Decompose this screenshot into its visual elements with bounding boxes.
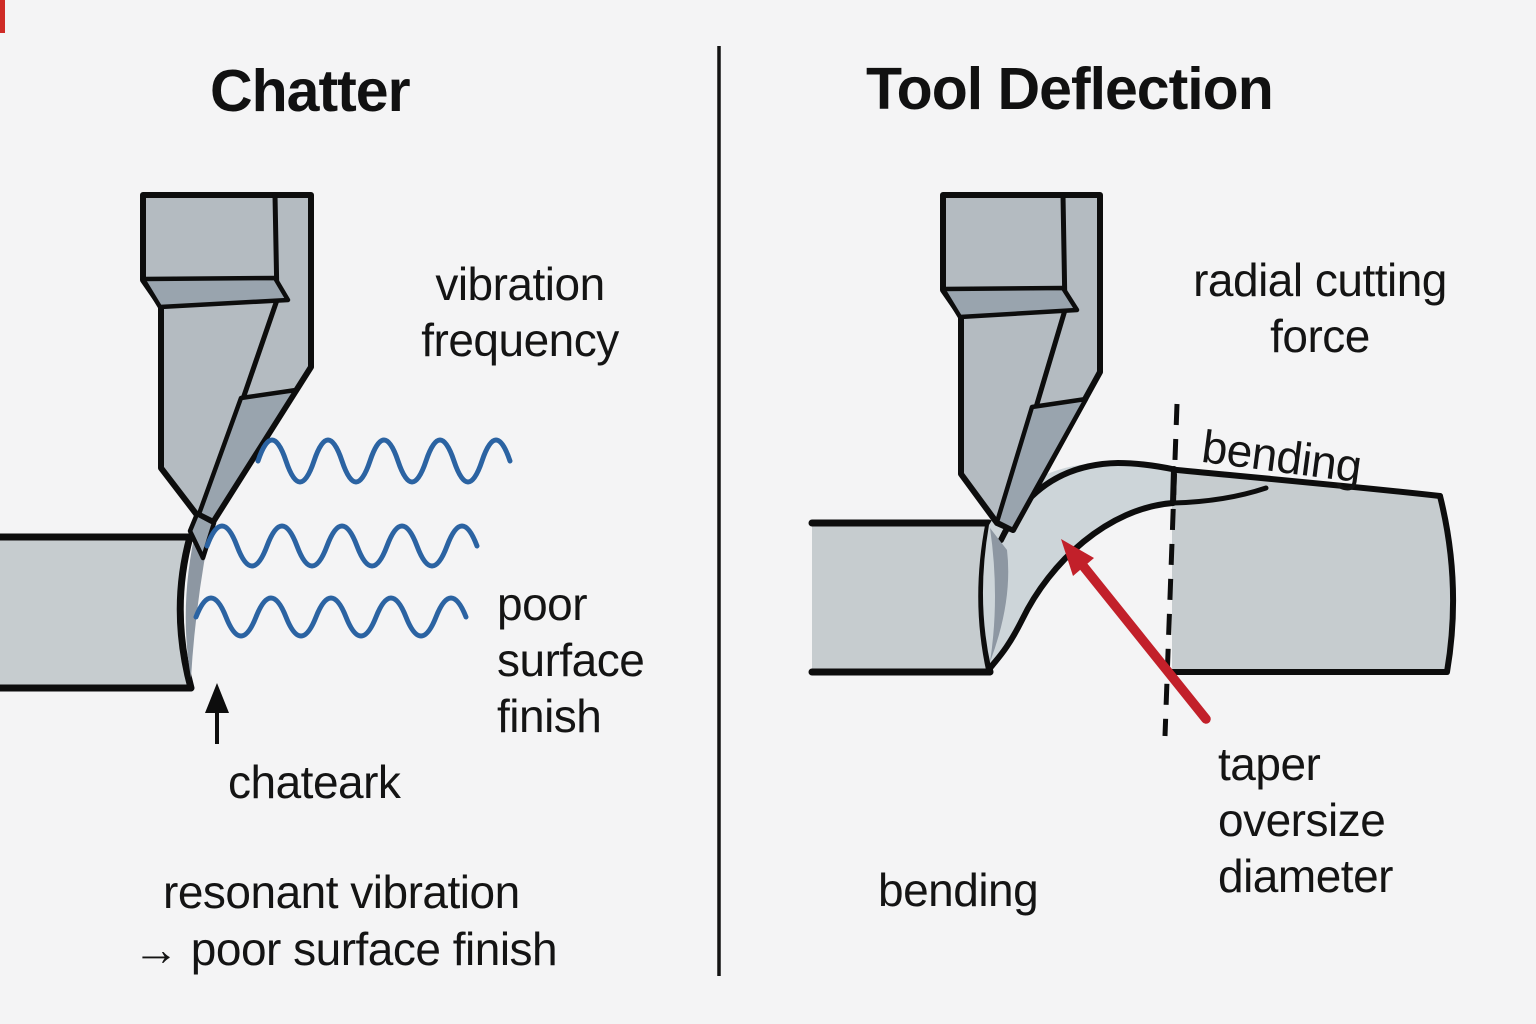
nominal-diameter-dashed-line xyxy=(1162,403,1180,737)
tool-insert-band-right xyxy=(940,285,1080,320)
vibration-wave-1 xyxy=(255,437,513,485)
deflection-outer-curve xyxy=(998,460,1443,543)
tool-tip-facet-right xyxy=(994,396,1089,533)
workpiece-left-outline xyxy=(0,533,195,692)
taper-oversize-diameter-label: taper oversize diameter xyxy=(1218,738,1393,903)
poor-surface-finish-label: poor surface finish xyxy=(497,578,645,743)
deflection-inner-curve xyxy=(988,500,1176,670)
chatter-mark-label: chateark xyxy=(228,756,401,808)
workpiece-oversize xyxy=(1172,472,1454,672)
chatter-illustration xyxy=(0,192,513,744)
workpiece-machined-outline xyxy=(808,519,994,676)
vibration-wave-2 xyxy=(204,523,480,569)
workpiece-left xyxy=(0,537,191,688)
resonant-vibration-label: resonant vibration xyxy=(163,866,520,918)
poor-surface-finish-conclusion-label: → poor surface finish xyxy=(133,923,558,975)
tool-deflection-illustration xyxy=(808,192,1457,737)
panel-title-chatter: Chatter xyxy=(210,58,411,124)
cut-surface-sliver xyxy=(185,524,208,678)
vibration-frequency-label: vibration frequency xyxy=(421,258,619,367)
tool-nose-left xyxy=(187,511,217,561)
radial-cutting-force-label: radial cutting force xyxy=(1193,254,1447,363)
tool-insert-band-left xyxy=(140,275,291,310)
workpiece-oversize-outline xyxy=(1169,493,1457,675)
corner-artifact xyxy=(0,0,5,33)
workpiece-machined xyxy=(812,523,990,672)
bending-bottom-label: bending xyxy=(878,864,1039,916)
panel-title-tool-deflection: Tool Deflection xyxy=(866,56,1274,122)
taper-arrow xyxy=(1061,539,1211,724)
chatter-mark-arrow xyxy=(205,683,229,744)
vibration-wave-3 xyxy=(193,595,469,639)
diameter-step-top xyxy=(1170,485,1269,506)
cut-surface-sliver-right xyxy=(990,528,1009,662)
